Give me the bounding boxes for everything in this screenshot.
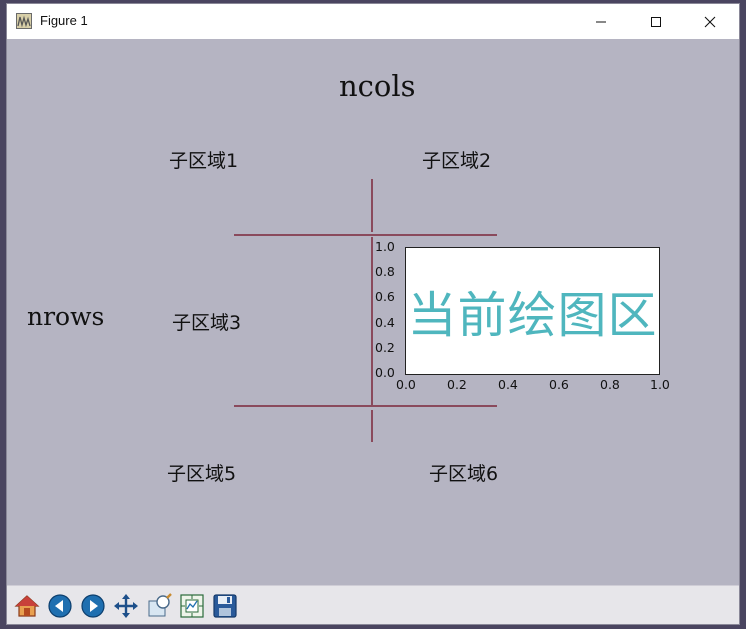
vertical-divider-bottom: [371, 410, 373, 442]
back-button[interactable]: [44, 590, 75, 621]
x-tick-label: 1.0: [650, 377, 670, 392]
figure-canvas[interactable]: ncols nrows 子区域1 子区域2 子区域3 子区域5 子区域6 当前绘…: [7, 39, 739, 585]
y-tick-label: 0.0: [375, 365, 395, 380]
zoom-button[interactable]: [143, 590, 174, 621]
close-icon: [704, 16, 716, 27]
home-button[interactable]: [11, 590, 42, 621]
x-tick-label: 0.0: [396, 377, 416, 392]
x-tick-label: 0.2: [447, 377, 467, 392]
maximize-button[interactable]: [633, 4, 679, 39]
y-tick-label: 0.6: [375, 289, 395, 304]
x-tick-label: 0.6: [549, 377, 569, 392]
home-icon: [13, 594, 40, 617]
current-axes-label: 当前绘图区: [407, 286, 658, 344]
region-6-label: 子区域6: [429, 463, 499, 485]
minimize-icon: [596, 21, 606, 22]
save-button[interactable]: [209, 590, 240, 621]
zoom-icon: [148, 592, 172, 616]
vertical-divider-top: [371, 179, 373, 232]
save-icon: [212, 593, 237, 618]
y-tick-label: 0.8: [375, 264, 395, 279]
horizontal-divider-bottom: [234, 405, 497, 407]
x-tick-label: 0.4: [498, 377, 518, 392]
ncols-label: ncols: [339, 69, 416, 103]
pan-icon: [113, 593, 138, 618]
navigation-toolbar: [7, 585, 739, 624]
configure-subplots-button[interactable]: [176, 590, 207, 621]
region-2-label: 子区域2: [422, 150, 492, 172]
y-tick-label: 0.4: [375, 315, 395, 330]
title-bar: Figure 1: [7, 4, 739, 39]
horizontal-divider-top: [234, 234, 497, 236]
current-axes[interactable]: 当前绘图区: [405, 247, 660, 375]
pan-button[interactable]: [110, 590, 141, 621]
region-5-label: 子区域5: [167, 463, 237, 485]
back-icon: [47, 593, 72, 618]
configure-subplots-icon: [179, 593, 204, 618]
region-1-label: 子区域1: [169, 150, 239, 172]
close-button[interactable]: [687, 4, 733, 39]
forward-icon: [80, 593, 105, 618]
vertical-divider-middle: [371, 237, 373, 407]
forward-button[interactable]: [77, 590, 108, 621]
region-3-label: 子区域3: [172, 312, 242, 334]
matplotlib-app-icon: [16, 13, 32, 29]
nrows-label: nrows: [27, 302, 105, 331]
minimize-button[interactable]: [578, 4, 624, 39]
maximize-icon: [651, 16, 661, 27]
x-tick-label: 0.8: [600, 377, 620, 392]
figure-window: Figure 1 ncols nrows 子区域1 子区域2 子区域3 子区域5…: [7, 4, 739, 624]
window-title: Figure 1: [40, 13, 88, 28]
y-tick-label: 1.0: [375, 239, 395, 254]
y-tick-label: 0.2: [375, 340, 395, 355]
